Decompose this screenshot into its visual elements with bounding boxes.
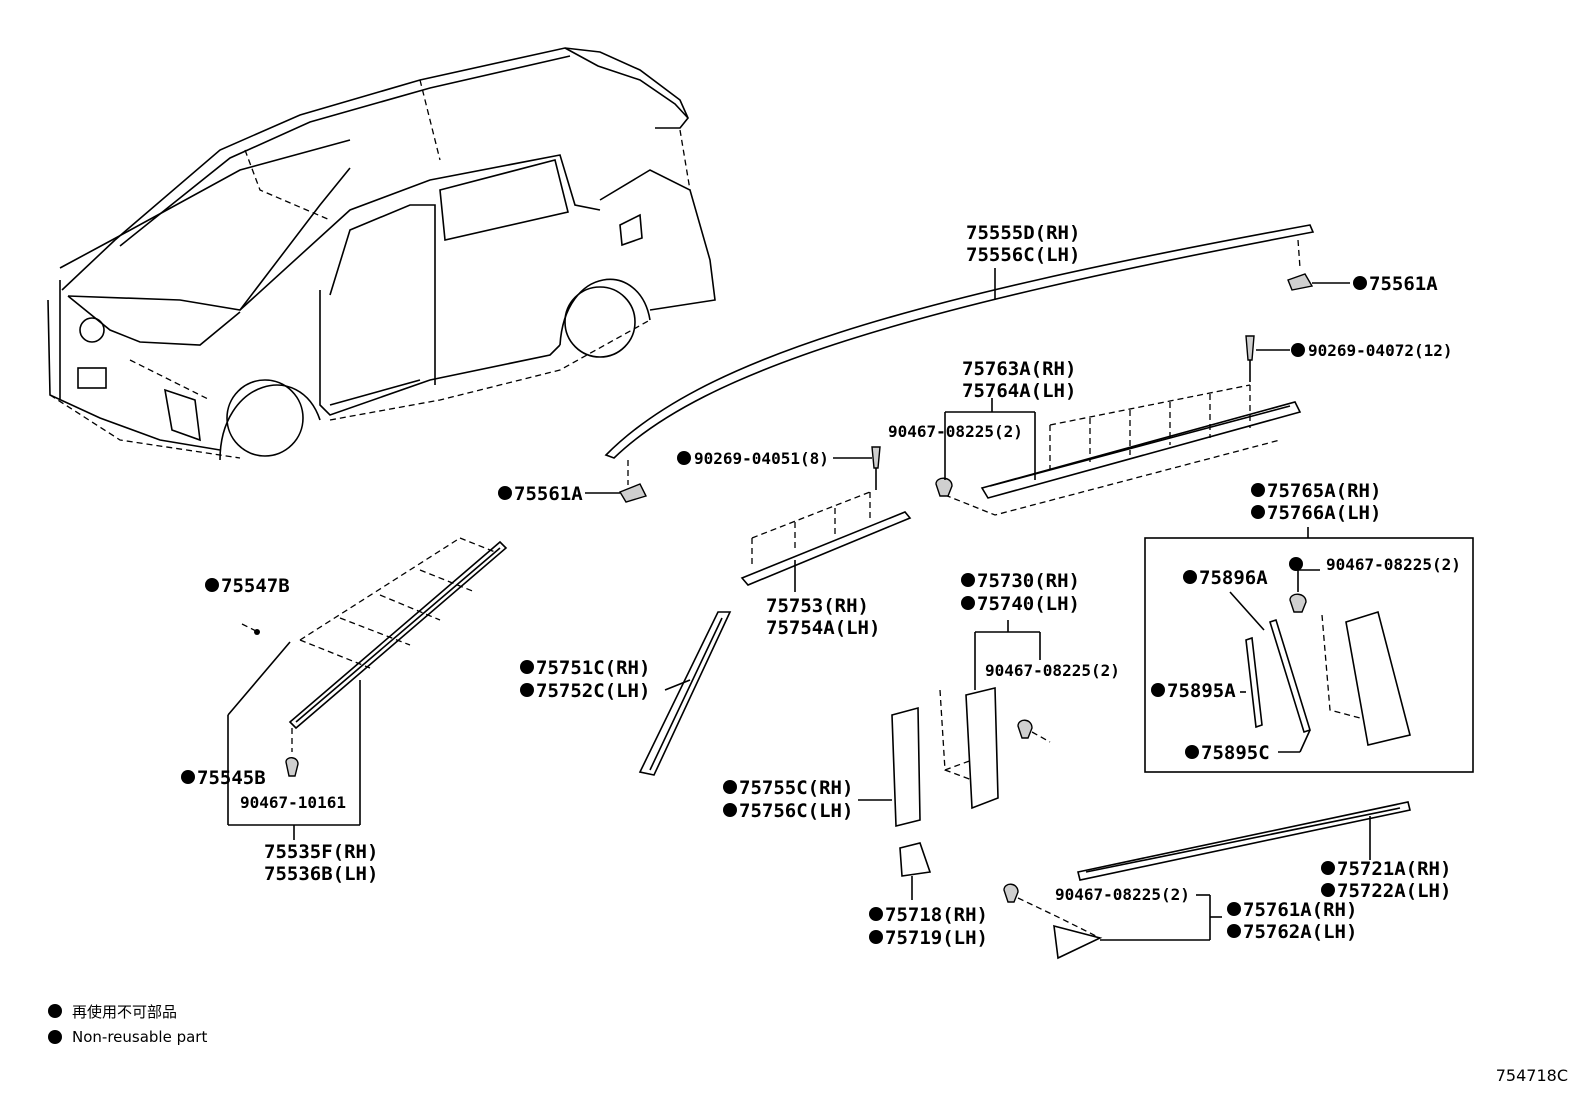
front-door-frame-molding-part xyxy=(740,446,912,592)
label-75718: 75718(RH) xyxy=(885,904,988,926)
label-75719: 75719(LH) xyxy=(885,927,988,949)
label-75536B: 75536B(LH) xyxy=(264,863,378,885)
label-75763A: 75763A(RH) xyxy=(962,358,1076,380)
rocker-molding-part xyxy=(1003,801,1411,960)
rear-quarter-garnish-box xyxy=(1144,527,1474,773)
label-75730: 75730(RH) xyxy=(977,570,1080,592)
label-75754A: 75754A(LH) xyxy=(766,617,880,639)
legend-text-en: Non-reusable part xyxy=(72,1028,208,1046)
legend-text-jp: 再使用不可部品 xyxy=(72,1002,178,1021)
legend-row-en: Non-reusable part xyxy=(48,1024,207,1050)
bullet-icon xyxy=(48,1004,62,1018)
belt-molding-part xyxy=(935,335,1302,516)
label-75896A: 75896A xyxy=(1199,567,1268,589)
b-pillar-garnish-part xyxy=(858,620,1051,900)
label-90467-10161: 90467-10161 xyxy=(240,793,346,812)
label-75752C: 75752C(LH) xyxy=(536,680,650,702)
quarter-window-molding-part xyxy=(638,611,732,776)
label-90467-c: 90467-08225(2) xyxy=(985,661,1120,680)
part-labels: 75555D(RH) 75556C(LH) 75561A 90269-04072… xyxy=(197,222,1461,949)
label-75766A: 75766A(LH) xyxy=(1267,502,1381,524)
label-75895C: 75895C xyxy=(1201,742,1270,764)
label-75765A: 75765A(RH) xyxy=(1267,480,1381,502)
non-reusable-markers xyxy=(181,276,1367,944)
label-75753: 75753(RH) xyxy=(766,595,869,617)
label-75762A: 75762A(LH) xyxy=(1243,921,1357,943)
roof-molding-part xyxy=(585,224,1350,503)
label-90269-04072: 90269-04072(12) xyxy=(1308,341,1453,360)
label-75756C: 75756C(LH) xyxy=(739,800,853,822)
label-75755C: 75755C(RH) xyxy=(739,777,853,799)
label-75561A-left: 75561A xyxy=(514,483,583,505)
label-75722A: 75722A(LH) xyxy=(1337,880,1451,902)
label-90467-d: 90467-08225(2) xyxy=(1055,885,1190,904)
label-75740: 75740(LH) xyxy=(977,593,1080,615)
label-75545B: 75545B xyxy=(197,767,266,789)
label-75556C: 75556C(LH) xyxy=(966,244,1080,266)
label-75895A: 75895A xyxy=(1167,680,1236,702)
label-75761A: 75761A(RH) xyxy=(1243,899,1357,921)
vehicle-illustration xyxy=(47,47,716,461)
label-90467-b: 90467-08225(2) xyxy=(1326,555,1461,574)
bullet-icon xyxy=(48,1030,62,1044)
figure-number: 754718C xyxy=(1495,1066,1568,1085)
label-75547B: 75547B xyxy=(221,575,290,597)
legend-row-jp: 再使用不可部品 xyxy=(48,998,207,1024)
label-90467-a: 90467-08225(2) xyxy=(888,422,1023,441)
label-75555D: 75555D(RH) xyxy=(966,222,1080,244)
label-75721A: 75721A(RH) xyxy=(1337,858,1451,880)
label-75561A-top: 75561A xyxy=(1369,273,1438,295)
label-75751C: 75751C(RH) xyxy=(536,657,650,679)
label-75535F: 75535F(RH) xyxy=(264,841,378,863)
label-75764A: 75764A(LH) xyxy=(962,380,1076,402)
label-90269-04051: 90269-04051(8) xyxy=(694,449,829,468)
a-pillar-molding-part xyxy=(227,537,508,840)
legend: 再使用不可部品 Non-reusable part xyxy=(48,998,207,1050)
